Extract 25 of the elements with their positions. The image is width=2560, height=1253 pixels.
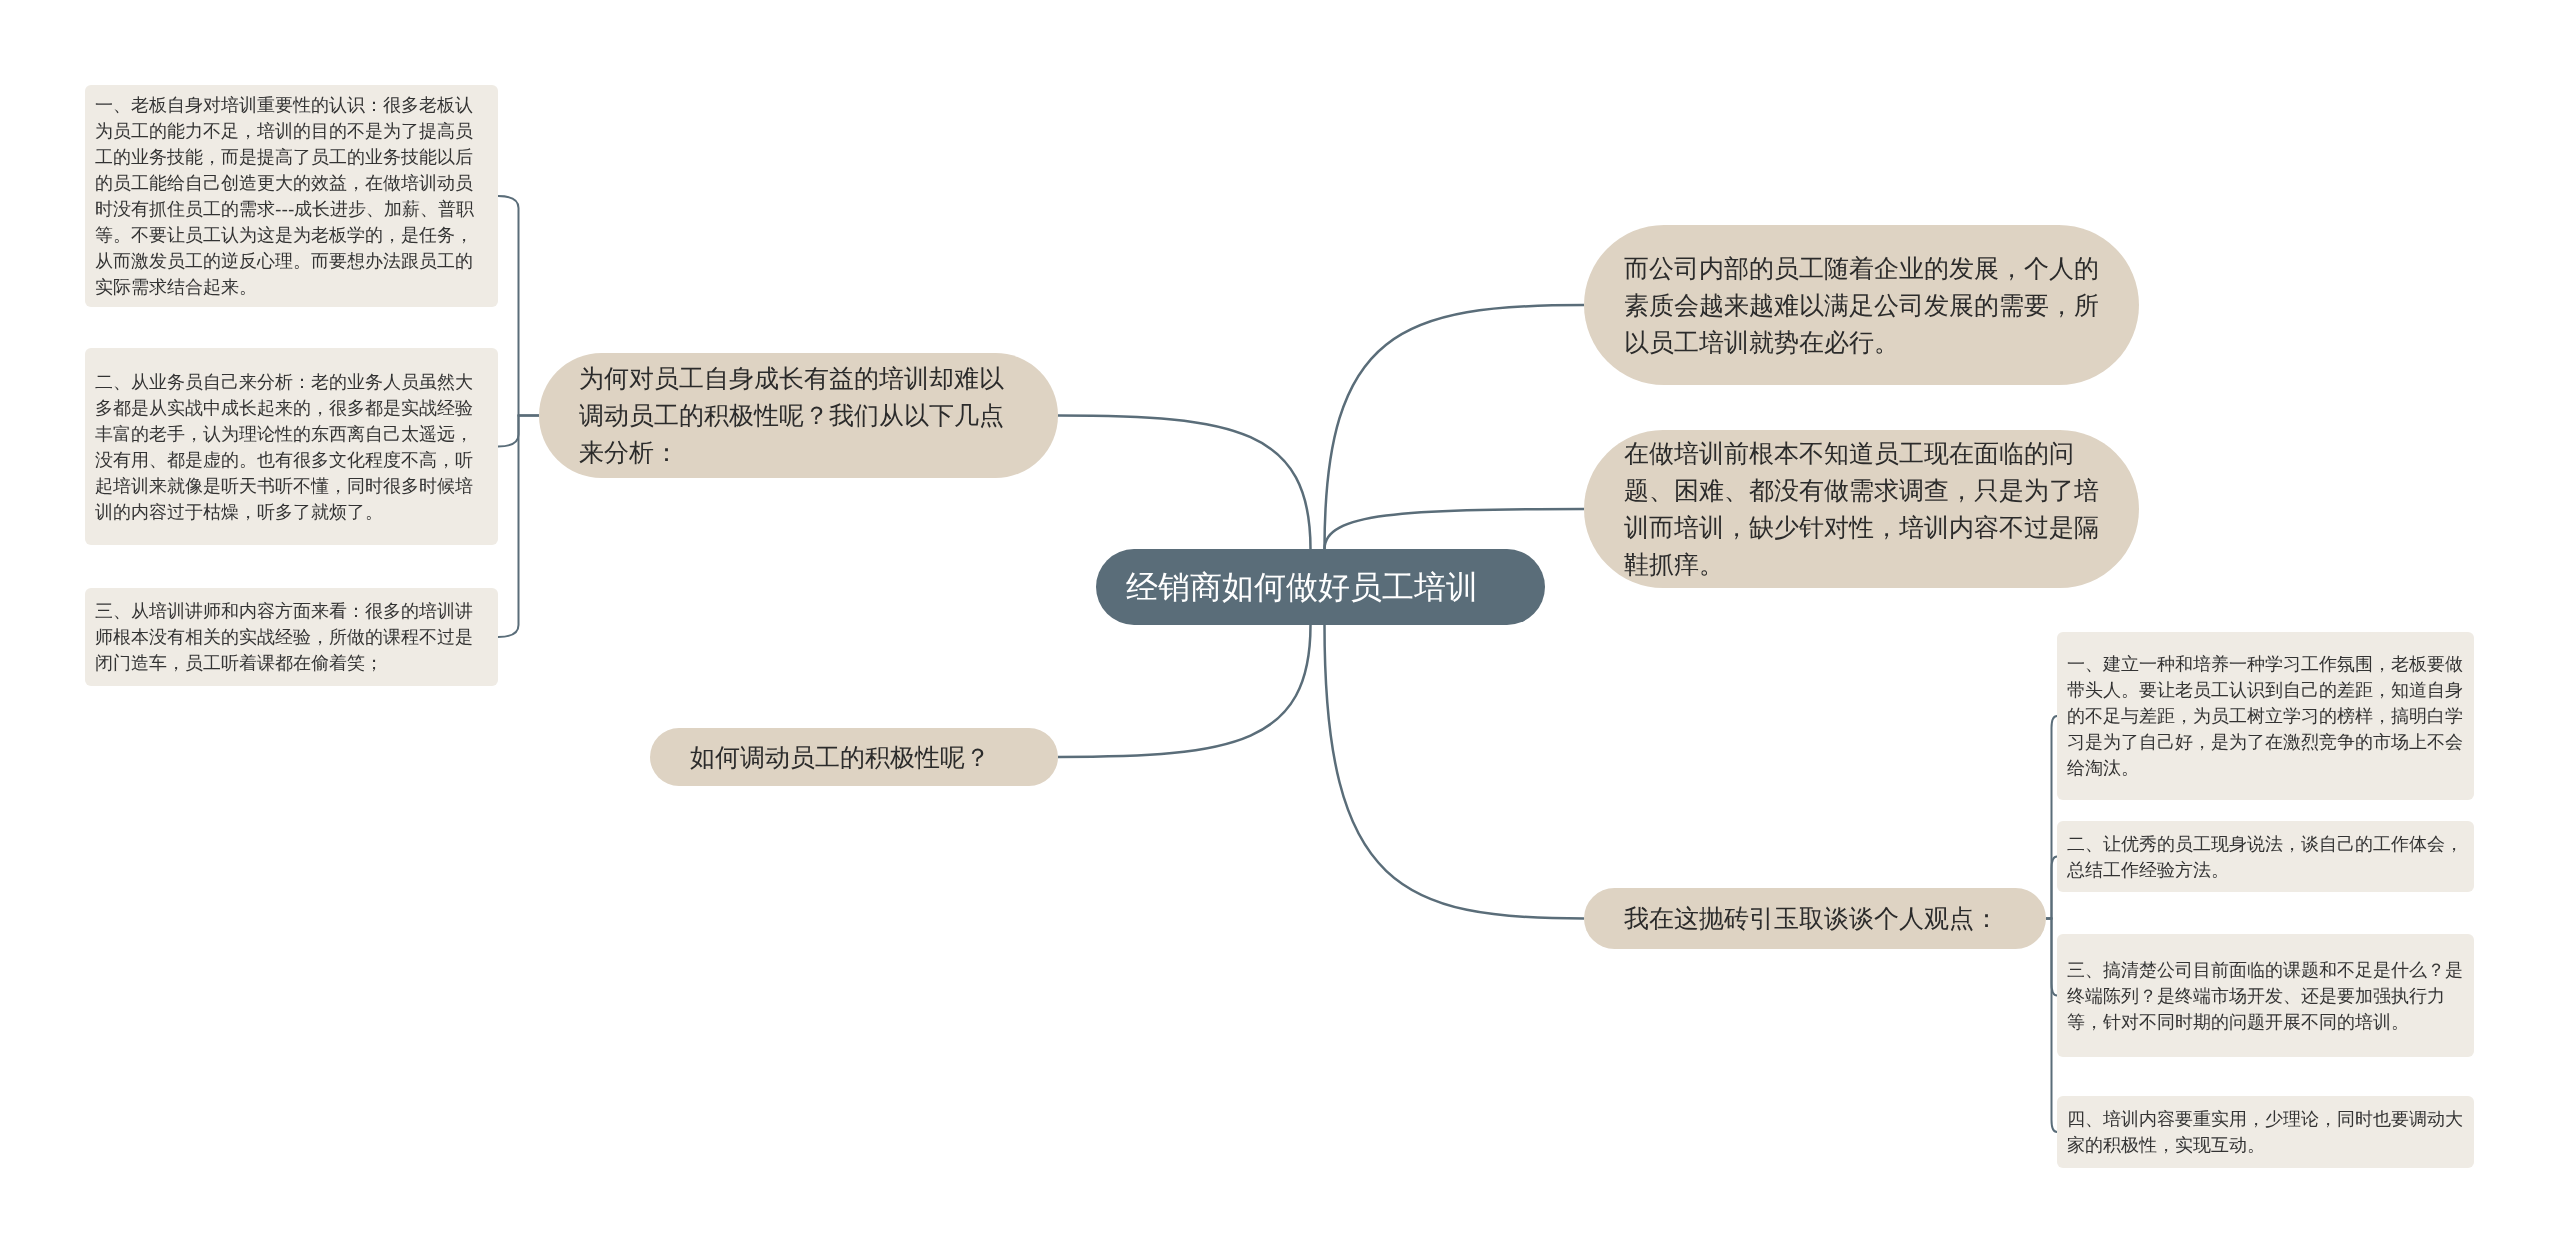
node-text: 一、老板自身对培训重要性的认识：很多老板认为员工的能力不足，培训的目的不是为了提高员工的业务技能，而是提高了员工的业务技能以后的员工能给自己创造更大的效益，在做培训动员时没有抓住员工的需求---成长进步、加薪、普职等。不要让员工认为这是为老板学的，是任务，从而激发员工的逆反心理。而要想办法跟员工的实际需求结合起来。 xyxy=(95,93,476,299)
note-card xyxy=(85,588,498,686)
note-card xyxy=(2057,632,2474,800)
node-text: 为何对员工自身成长有益的培训却难以调动员工的积极性呢？我们从以下几点来分析： xyxy=(579,363,1005,469)
node-text: 经销商如何做好员工培训 xyxy=(1126,567,1478,608)
topic-bubble xyxy=(650,728,1058,786)
connector-line xyxy=(1323,624,1585,920)
node-text: 而公司内部的员工随着企业的发展，个人的素质会越来越难以满足公司发展的需要，所以员工培训就势在必行。 xyxy=(1624,252,2099,359)
node-text: 一、建立一种和培养一种学习工作氛围，老板要做带头人。要让老员工认识到自己的差距，知道自身的不足与差距，为员工树立学习的榜样，搞明白学习是为了自己好，是为了在激烈竞争的市场上不会给淘汰。 xyxy=(2067,652,2464,780)
node-text: 三、从培训讲师和内容方面来看：很多的培训讲师根本没有相关的实战经验，所做的课程不过是闭门造车，员工听着课都在偷着笑； xyxy=(95,599,474,675)
note-card xyxy=(2057,1096,2474,1168)
node-text: 二、从业务员自己来分析：老的业务人员虽然大多都是从实战中成长起来的，很多都是实战经验丰富的老手，认为理论性的东西离自己太遥远，没有用、都是虚的。也有很多文化程度不高，听起培训来就像是听天书听不懂，同时很多时候培训的内容过于枯燥，听多了就烦了。 xyxy=(95,369,474,524)
node-text: 我在这抛砖引玉取谈谈个人观点： xyxy=(1624,903,1999,935)
node-text: 二、让优秀的员工现身说法，谈自己的工作体会，总结工作经验方法。 xyxy=(2067,831,2464,882)
node-text: 四、培训内容要重实用，少理论，同时也要调动大家的积极性，实现互动。 xyxy=(2067,1107,2464,1157)
connector-line xyxy=(1323,507,1584,550)
node-text: 三、搞清楚公司目前面临的课题和不足是什么？是终端陈列？是终端市场开发、还是要加强执行力等，针对不同时期的问题开展不同的培训。 xyxy=(2067,957,2464,1034)
connector-line xyxy=(1058,624,1312,759)
note-card xyxy=(2057,934,2474,1057)
connector-line xyxy=(1058,414,1312,550)
note-card xyxy=(2057,821,2474,892)
note-card xyxy=(85,348,498,545)
node-text: 在做培训前根本不知道员工现在面临的问题、困难、都没有做需求调查，只是为了培训而培训，缺少针对性，培训内容不过是隔鞋抓痒。 xyxy=(1624,438,2099,581)
node-text: 如何调动员工的积极性呢？ xyxy=(690,741,990,774)
connector-line xyxy=(2045,917,2058,1133)
